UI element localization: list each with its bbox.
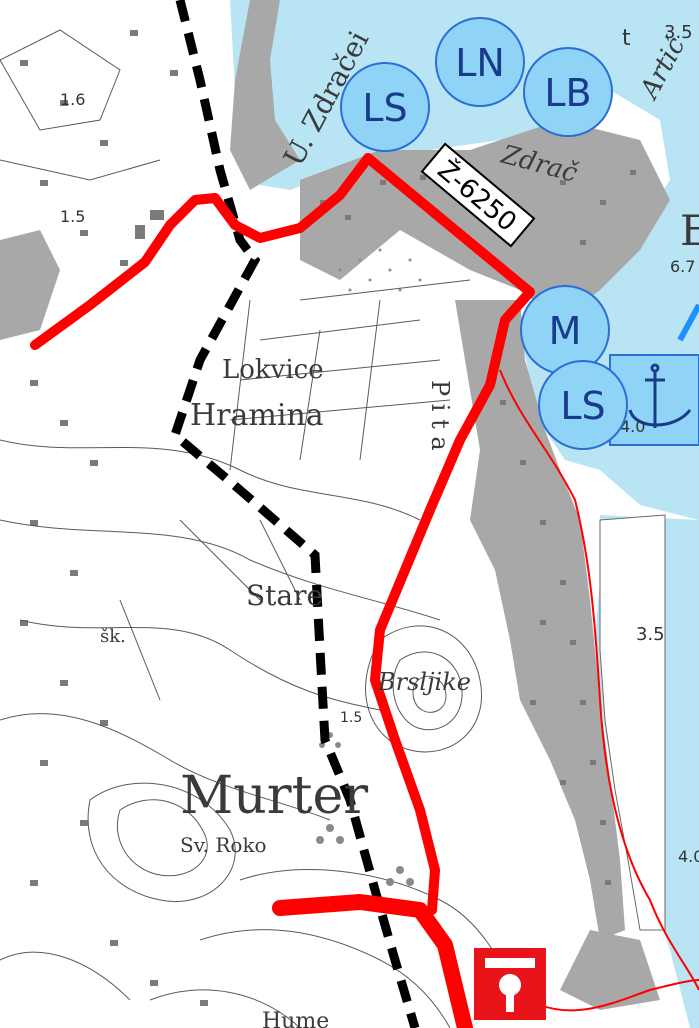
fuel-station-icon (474, 948, 546, 1020)
place-label-murter: Murter (180, 766, 368, 826)
building-texture (20, 30, 636, 1006)
administrative-boundary (169, 0, 420, 1028)
badge-ls-north: LS (340, 62, 430, 152)
orchard-dots (316, 248, 422, 886)
coast-boundary (499, 369, 699, 991)
place-label-sv-roko: Sv. Roko (180, 833, 267, 857)
badge-ls-south: LS (538, 360, 628, 450)
place-label-hramina: Hramina (190, 398, 324, 433)
badge-ls-south-text: LS (560, 384, 605, 428)
badge-lb-text: LB (544, 71, 591, 115)
badge-lb: LB (523, 47, 613, 137)
depth-label: 6.7 (670, 257, 695, 276)
islet (599, 514, 666, 931)
depth-label: 3.5 (664, 22, 693, 43)
place-label-stare: Stare (246, 579, 323, 612)
depth-label: 1.5 (60, 207, 85, 226)
depth-label: 1.5 (340, 710, 362, 726)
depth-label: 4.0 (678, 847, 699, 866)
place-label-sk: šk. (100, 626, 126, 647)
map-badges: LS LN LB M LS (340, 17, 628, 450)
depth-label: 3.5 (636, 624, 665, 645)
anchor-icon (628, 363, 692, 428)
depth-label: 1.6 (60, 90, 85, 109)
place-label-hume: Hume (262, 1009, 329, 1028)
badge-m-text: M (549, 309, 582, 353)
depth-label: t (622, 26, 631, 51)
depth-labels: 1.6 1.5 1.5 6.7 4.0 3.5 4.0 t 3.5 (60, 22, 699, 866)
coast-boundary-south (539, 979, 699, 1012)
badge-ls-north-text: LS (362, 86, 407, 130)
place-label-lokvice: Lokvice (222, 355, 324, 385)
badge-ln-text: LN (455, 41, 505, 85)
main-road-network (30, 153, 535, 1028)
place-label-e: E (680, 206, 699, 255)
place-label-brsljike: Brsljike (377, 668, 471, 696)
badge-m: M (520, 285, 610, 375)
depth-label: 4.0 (620, 417, 645, 436)
place-label-pitac: P i t a (426, 380, 454, 451)
badge-ln: LN (435, 17, 525, 107)
